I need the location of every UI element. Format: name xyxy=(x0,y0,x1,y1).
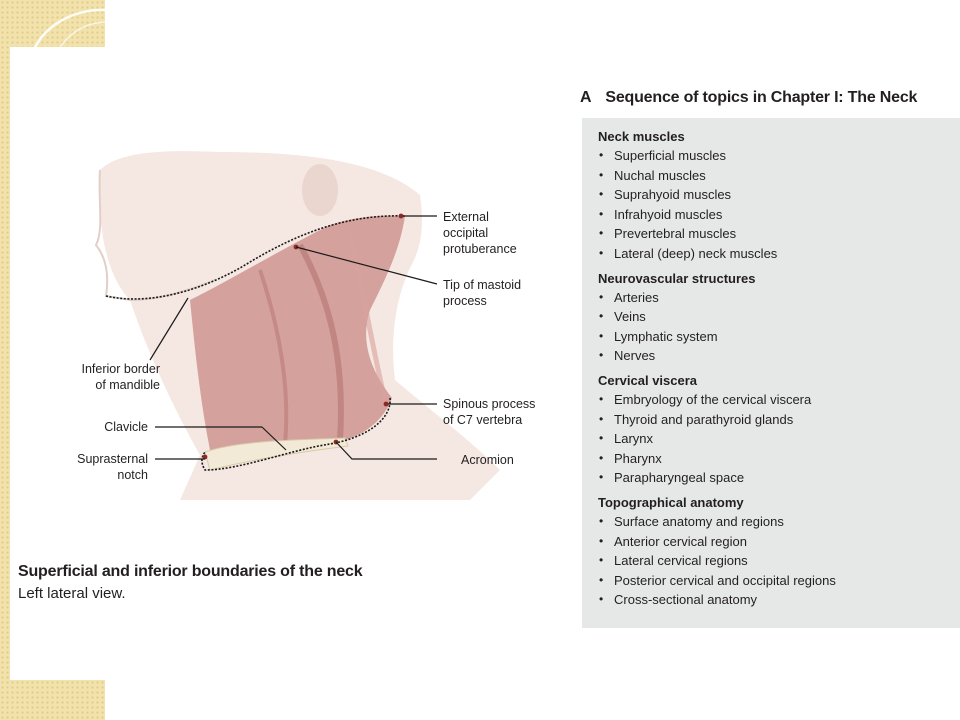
bullet-icon: • xyxy=(599,450,604,465)
label-spinous-process-c7: Spinous process of C7 vertebra xyxy=(443,397,536,427)
bullet-icon: • xyxy=(599,533,604,548)
bullet-icon: • xyxy=(599,391,604,406)
topic-item-label: Prevertebral muscles xyxy=(614,226,737,242)
topic-item-label: Lateral (deep) neck muscles xyxy=(614,245,778,261)
neck-muscles xyxy=(190,215,405,450)
topic-item: • Nuchal muscles xyxy=(598,166,948,186)
topic-list: Neck muscles • Superficial muscles • Nuchal … xyxy=(598,127,948,610)
topic-item: • Suprahyoid muscles xyxy=(598,185,948,205)
topic-item: • Parapharyngeal space xyxy=(598,468,948,488)
topic-item: • Arteries xyxy=(598,288,948,308)
bullet-icon: • xyxy=(599,513,604,528)
bullet-icon: • xyxy=(599,148,604,162)
bullet-icon: • xyxy=(599,328,604,343)
figure-caption-title: Superficial and inferior boundaries of t… xyxy=(18,563,363,580)
topic-panel xyxy=(582,118,960,628)
topic-item-label: Veins xyxy=(614,309,646,325)
label-acromion: Acromion xyxy=(461,453,514,467)
topic-item-label: Pharynx xyxy=(614,450,662,466)
bullet-icon: • xyxy=(599,206,604,221)
label-external-occipital-protuberance: External occipital protuberance xyxy=(443,210,517,256)
panel-title-text: Sequence of topics in Chapter I: The Nec… xyxy=(605,89,918,106)
section-heading: Neck muscles xyxy=(598,129,685,144)
topic-item: • Infrahyoid muscles xyxy=(598,205,948,225)
section-heading: Cervical viscera xyxy=(598,372,698,388)
topic-item: • Embryology of the cervical viscera xyxy=(598,390,948,410)
figure-caption-subtitle: Left lateral view. xyxy=(18,585,126,602)
clavicle-bone xyxy=(204,437,349,471)
label-inferior-border-of-mandible: Inferior border of mandible xyxy=(81,362,160,392)
section-heading: Topographical anatomy xyxy=(598,494,744,510)
topic-item: • Nerves xyxy=(598,346,948,366)
topic-item: • Anterior cervical region xyxy=(598,532,948,552)
bullet-icon: • xyxy=(599,348,604,363)
topic-item: • Lymphatic system xyxy=(598,327,948,347)
topic-item-label: Lateral cervical regions xyxy=(614,553,748,569)
topic-item-label: Suprahyoid muscles xyxy=(614,187,732,203)
panel-letter: A xyxy=(580,89,592,106)
topic-item: • Posterior cervical and occipital region… xyxy=(598,571,948,591)
topic-item-label: Cross-sectional anatomy xyxy=(614,592,758,608)
bullet-icon: • xyxy=(599,187,604,202)
topic-item-label: Lymphatic system xyxy=(614,328,718,344)
inferior-boundary-line xyxy=(201,397,391,471)
bullet-icon: • xyxy=(599,245,604,260)
topic-item-label: Superficial muscles xyxy=(614,148,726,163)
topic-item-label: Anterior cervical region xyxy=(614,533,747,549)
bullet-icon: • xyxy=(599,431,604,446)
bullet-icon: • xyxy=(599,592,604,607)
label-suprasternal-notch: Suprasternal notch xyxy=(77,452,148,482)
superior-boundary-line xyxy=(105,215,406,300)
topic-item: • Cross-sectional anatomy xyxy=(598,590,948,610)
label-clavicle: Clavicle xyxy=(104,420,148,434)
topic-item-label: Posterior cervical and occipital regions xyxy=(614,572,836,588)
topic-item: • Pharynx xyxy=(598,449,948,469)
topic-item-label: Parapharyngeal space xyxy=(614,470,745,486)
topic-item-label: Nuchal muscles xyxy=(614,167,706,183)
topic-item-label: Infrahyoid muscles xyxy=(614,206,723,222)
bullet-icon: • xyxy=(599,309,604,324)
section-heading: Neurovascular structures xyxy=(598,270,756,286)
label-tip-of-mastoid-process: Tip of mastoid process xyxy=(443,278,522,308)
topic-item: • Superficial muscles xyxy=(598,146,948,166)
bullet-icon: • xyxy=(599,289,604,304)
topic-item: • Lateral cervical regions xyxy=(598,551,948,571)
topic-item: • Surface anatomy and regions xyxy=(598,512,948,532)
bullet-icon: • xyxy=(599,411,604,426)
bullet-icon: • xyxy=(599,470,604,485)
topic-item-label: Embryology of the cervical viscera xyxy=(614,391,812,407)
topic-item-label: Nerves xyxy=(614,348,656,364)
topic-item: • Prevertebral muscles xyxy=(598,224,948,244)
topic-item: • Lateral (deep) neck muscles xyxy=(598,244,948,264)
bullet-icon: • xyxy=(599,572,604,587)
bullet-icon: • xyxy=(599,553,604,568)
topic-item-label: Thyroid and parathyroid glands xyxy=(614,411,794,427)
topic-item: • Thyroid and parathyroid glands xyxy=(598,410,948,430)
bullet-icon: • xyxy=(599,167,604,182)
panel-title: A Sequence of topics in Chapter I: The Ne… xyxy=(580,89,917,107)
topic-item: • Larynx xyxy=(598,429,948,449)
topic-item-label: Arteries xyxy=(614,289,659,305)
bullet-icon: • xyxy=(599,226,604,241)
topic-item-label: Surface anatomy and regions xyxy=(614,513,784,529)
topic-item-label: Larynx xyxy=(614,431,654,447)
topic-item: • Veins xyxy=(598,307,948,327)
